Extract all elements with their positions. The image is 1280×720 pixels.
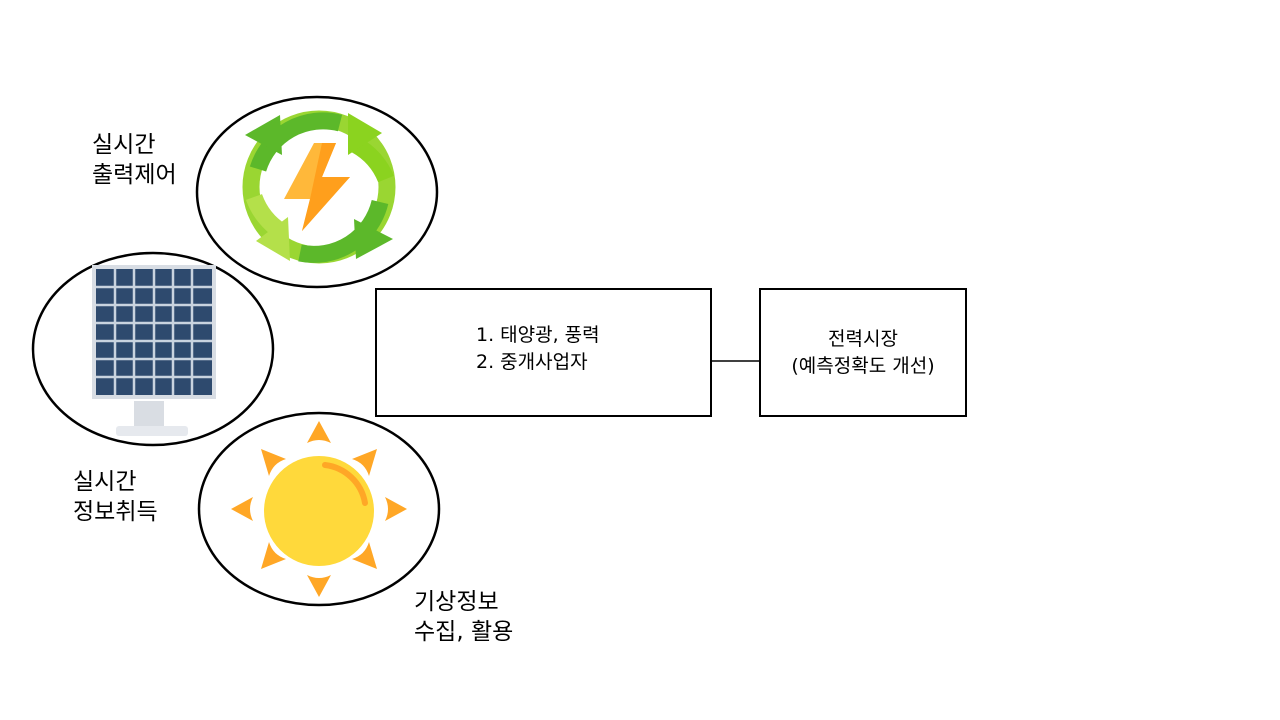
market-text: 전력시장 (예측정확도 개선) <box>761 326 965 380</box>
info-label-line2: 정보취득 <box>73 499 158 525</box>
renewable-cycle-icon <box>242 110 396 264</box>
sources-box: 1. 태양광, 풍력 2. 중개사업자 <box>375 288 712 417</box>
sources-line2: 2. 중개사업자 <box>476 351 588 373</box>
solar-panel-icon <box>92 265 216 436</box>
control-label-line1: 실시간 <box>92 132 156 158</box>
control-label-line2: 출력제어 <box>92 162 177 188</box>
market-line2: (예측정확도 개선) <box>791 355 935 377</box>
market-line1: 전력시장 <box>828 328 898 350</box>
info-label: 실시간 정보취득 <box>73 467 158 527</box>
weather-label: 기상정보 수집, 활용 <box>414 587 513 647</box>
weather-label-line2: 수집, 활용 <box>414 619 514 645</box>
info-label-line1: 실시간 <box>73 469 137 495</box>
sources-line1: 1. 태양광, 풍력 <box>476 324 600 346</box>
control-label: 실시간 출력제어 <box>92 130 177 190</box>
market-box: 전력시장 (예측정확도 개선) <box>759 288 967 417</box>
weather-label-line1: 기상정보 <box>414 589 499 615</box>
sun-icon <box>231 421 407 597</box>
sources-text: 1. 태양광, 풍력 2. 중개사업자 <box>476 322 600 376</box>
